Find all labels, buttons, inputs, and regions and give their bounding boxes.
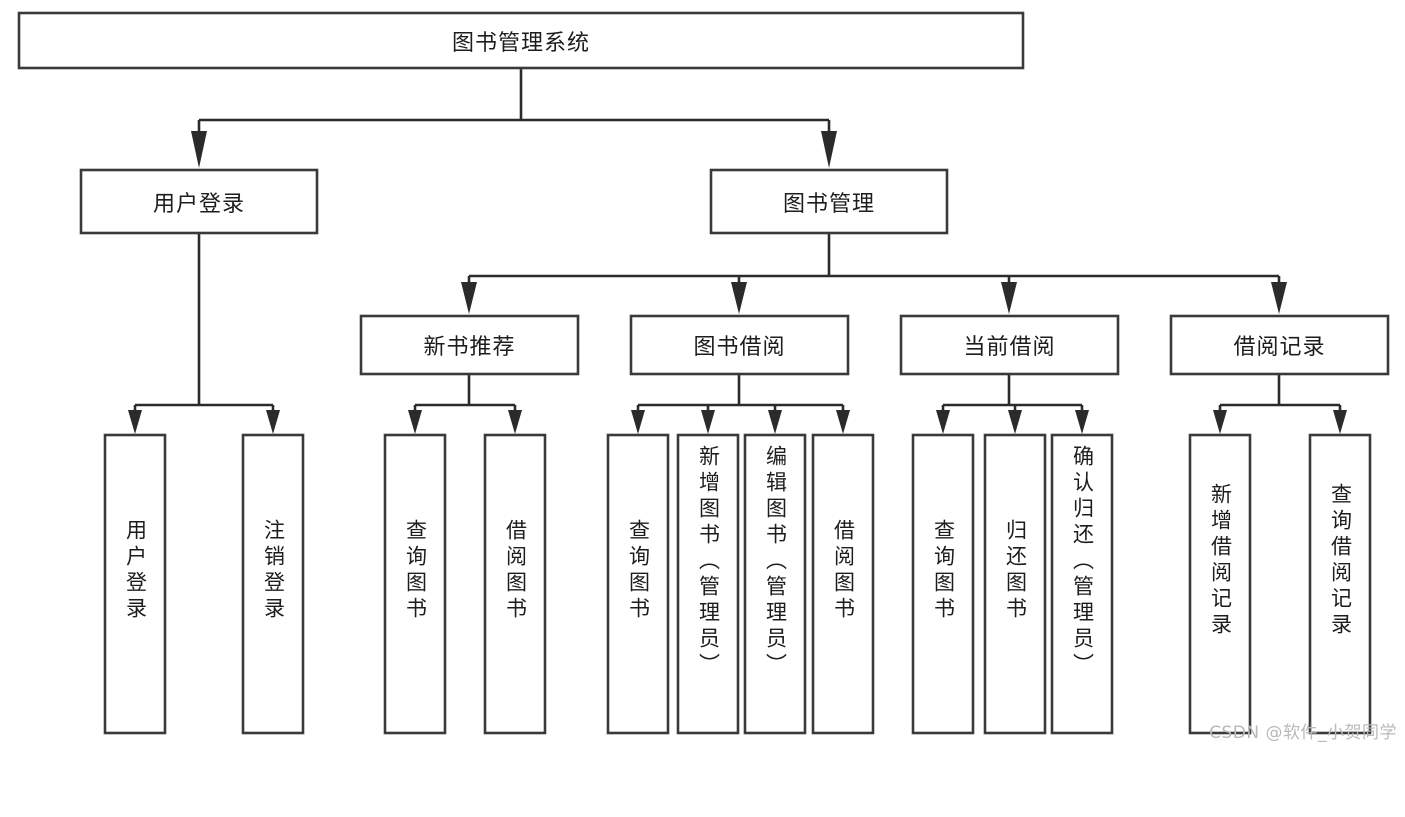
- arrow-head-leaf-user-login: [128, 410, 142, 434]
- connector-user-login-to-leaves: [128, 233, 280, 434]
- node-box-leaf-add-borrow-record[interactable]: [1188, 433, 1252, 735]
- arrow-head-edit-book: [768, 410, 782, 434]
- node-box-book-borrow[interactable]: [629, 314, 850, 376]
- node-box-leaf-add-book[interactable]: [676, 433, 740, 735]
- node-box-borrow-record[interactable]: [1169, 314, 1390, 376]
- arrow-head-add-book: [701, 410, 715, 434]
- arrow-head-book-management: [821, 131, 837, 168]
- node-box-root[interactable]: [17, 11, 1025, 70]
- node-box-leaf-query-book-nbr[interactable]: [383, 433, 447, 735]
- arrow-head-book-borrow: [731, 282, 747, 314]
- node-box-leaf-user-login[interactable]: [103, 433, 167, 735]
- arrow-head-borrow-book-bb: [836, 410, 850, 434]
- connector-book-management-to-level3: [461, 233, 1287, 314]
- connector-root-to-level2: [191, 68, 837, 168]
- arrow-head-borrow-book-nbr: [508, 410, 522, 434]
- arrow-head-add-borrow-record: [1213, 410, 1227, 434]
- node-box-leaf-return-book[interactable]: [983, 433, 1047, 735]
- arrow-head-query-book-nbr: [408, 410, 422, 434]
- node-box-leaf-edit-book[interactable]: [743, 433, 807, 735]
- arrow-head-leaf-logout: [266, 410, 280, 434]
- connector-borrow-record-to-leaves: [1213, 374, 1347, 434]
- node-box-book-management[interactable]: [709, 168, 949, 235]
- arrow-head-confirm-return: [1075, 410, 1089, 434]
- node-box-leaf-borrow-book-bb[interactable]: [811, 433, 875, 735]
- arrow-head-new-book-recommend: [461, 282, 477, 314]
- arrow-head-query-borrow-record: [1333, 410, 1347, 434]
- flowchart-diagram: 图书管理系统 用户登录 图书管理 新书推荐 图书借阅 当前借阅 借阅记录 用户登…: [17, 11, 1397, 743]
- node-box-leaf-query-borrow-record[interactable]: [1308, 433, 1372, 735]
- node-box-leaf-query-book-bb[interactable]: [606, 433, 670, 735]
- node-box-leaf-borrow-book-nbr[interactable]: [483, 433, 547, 735]
- node-box-leaf-confirm-return[interactable]: [1050, 433, 1114, 735]
- node-box-current-borrow[interactable]: [899, 314, 1120, 376]
- connector-current-borrow-to-leaves: [936, 374, 1089, 434]
- arrow-head-query-book-bb: [631, 410, 645, 434]
- csdn-watermark: CSDN @软件_小贺同学: [1209, 723, 1397, 743]
- arrow-head-query-book-cb: [936, 410, 950, 434]
- connector-book-borrow-to-leaves: [631, 374, 850, 434]
- node-box-new-book-recommend[interactable]: [359, 314, 580, 376]
- node-box-leaf-query-book-cb[interactable]: [911, 433, 975, 735]
- arrow-head-borrow-record: [1271, 282, 1287, 314]
- arrow-head-current-borrow: [1001, 282, 1017, 314]
- node-box-leaf-logout[interactable]: [241, 433, 305, 735]
- arrow-head-return-book: [1008, 410, 1022, 434]
- connector-new-book-recommend-to-leaves: [408, 374, 522, 434]
- node-box-user-login[interactable]: [79, 168, 319, 235]
- flowchart-svg: [17, 11, 1390, 735]
- arrow-head-user-login: [191, 131, 207, 168]
